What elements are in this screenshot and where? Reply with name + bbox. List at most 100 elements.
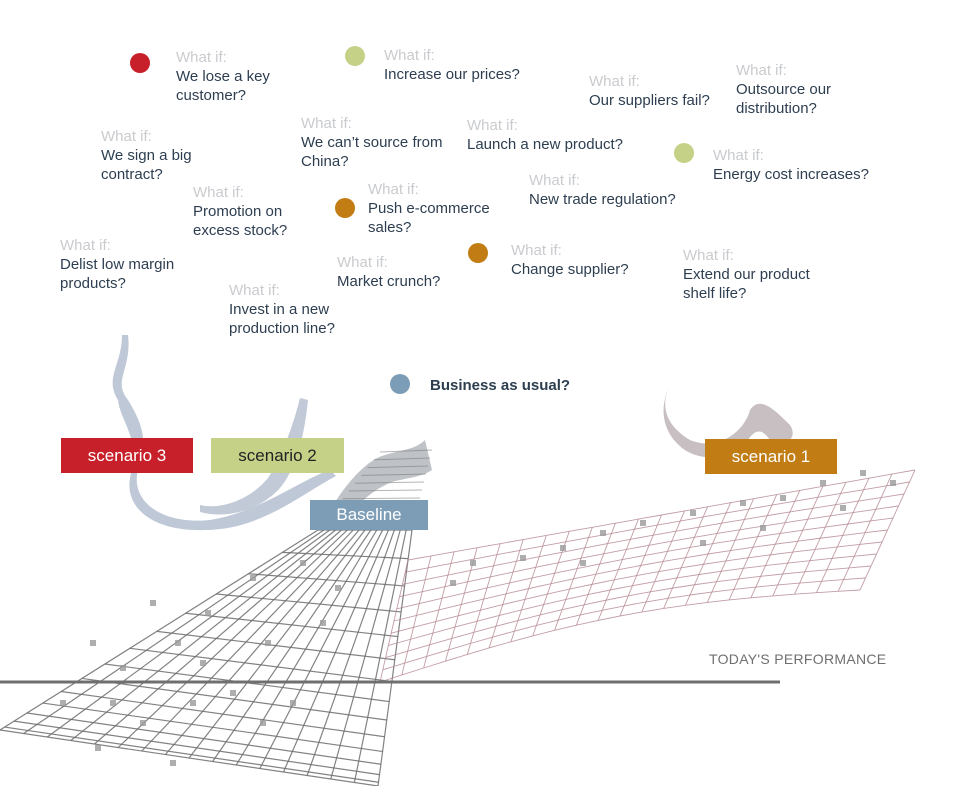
what-if-prefix: What if: bbox=[589, 73, 640, 90]
scenario1-grid-line bbox=[577, 563, 600, 569]
scenario1-grid-line bbox=[787, 551, 794, 564]
orange-indicator-dot bbox=[468, 243, 488, 263]
baseline-grid-line bbox=[185, 612, 398, 638]
scenario1-grid-line bbox=[573, 573, 596, 580]
scenario1-grid-line bbox=[591, 574, 597, 585]
scenario1-grid-line bbox=[868, 473, 893, 479]
question-market-crunch: What if: Market crunch? bbox=[337, 253, 487, 291]
scenario1-grid-line bbox=[840, 482, 847, 494]
scenario1-grid-line bbox=[716, 523, 723, 534]
scenario1-grid-line bbox=[614, 575, 637, 581]
scenario1-grid-line bbox=[648, 540, 672, 546]
scenario1-grid-line bbox=[547, 588, 570, 595]
scenario1-grid-line bbox=[557, 552, 563, 563]
scenario1-grid-line bbox=[887, 517, 894, 531]
scenario1-grid-line bbox=[524, 593, 548, 600]
scenario1-grid-line bbox=[845, 477, 869, 483]
scenario1-grid-line bbox=[766, 504, 773, 516]
scenario1-grid-line bbox=[865, 565, 872, 579]
scenario1-grid-line bbox=[575, 614, 581, 626]
particle bbox=[840, 505, 846, 511]
scenario1-grid-line bbox=[750, 586, 757, 598]
scenario1-grid-line bbox=[382, 662, 405, 671]
scenario1-grid-line bbox=[554, 619, 559, 631]
scenario1-grid-line bbox=[742, 557, 749, 569]
scenario1-grid-line bbox=[488, 637, 493, 649]
question-launch-product: What if: Launch a new product? bbox=[467, 116, 667, 154]
scenario1-grid-line bbox=[426, 644, 431, 657]
scenario1-grid-line bbox=[528, 577, 533, 589]
scenario1-grid-line bbox=[854, 553, 877, 557]
scenario1-grid-line bbox=[734, 529, 741, 541]
scenario1-grid-line bbox=[743, 508, 750, 520]
scenario1-grid-line bbox=[405, 567, 429, 573]
question-increase-prices: What if: Increase our prices? bbox=[384, 46, 584, 84]
baseline-grid-line bbox=[14, 720, 380, 776]
question-text: Energy cost increases? bbox=[713, 166, 869, 183]
scenario1-grid-line bbox=[579, 604, 585, 616]
scenario1-grid-line bbox=[675, 520, 681, 532]
scenario1-grid-line bbox=[658, 567, 682, 573]
scenario1-grid-line bbox=[421, 579, 426, 592]
scenario1-grid-line bbox=[720, 560, 727, 572]
baseline-grid-line bbox=[348, 489, 423, 492]
scenario1-grid-line bbox=[716, 578, 739, 583]
baseline-grid-line bbox=[0, 529, 319, 731]
scenario1-grid-line bbox=[416, 609, 439, 616]
scenario1-grid-line bbox=[561, 547, 585, 553]
scenario1-grid-line bbox=[399, 591, 423, 598]
particle bbox=[150, 600, 156, 606]
scenario1-grid-line bbox=[595, 563, 601, 575]
scenario1-grid-line bbox=[492, 630, 515, 638]
what-if-prefix: What if: bbox=[60, 237, 111, 254]
scenario1-grid-line bbox=[870, 509, 877, 522]
scenario1-grid-line bbox=[821, 579, 844, 582]
question-text: Market crunch? bbox=[337, 273, 441, 290]
question-text: Extend our product shelf life? bbox=[683, 266, 810, 302]
what-if-prefix: What if: bbox=[337, 254, 388, 271]
scenario1-grid-line bbox=[396, 596, 401, 609]
scenario1-grid-line bbox=[554, 562, 559, 574]
scenario1-grid-line bbox=[661, 510, 685, 516]
scenario1-grid-line bbox=[789, 507, 813, 513]
scenario1-grid-line bbox=[611, 523, 616, 534]
scenario1-grid-line bbox=[891, 469, 916, 475]
scenario1-grid-line bbox=[650, 587, 673, 593]
scenario1-grid-line bbox=[476, 610, 481, 622]
scenario1-grid-line bbox=[477, 615, 500, 622]
scenario1-grid-line bbox=[812, 504, 836, 509]
scenario1-grid-line bbox=[663, 598, 669, 609]
scenario1-grid-line bbox=[757, 532, 781, 538]
scenario1-grid-line bbox=[435, 615, 459, 622]
scenario1-grid-line bbox=[502, 598, 526, 606]
scenario1-grid-line bbox=[762, 515, 768, 527]
scenario1-grid-line bbox=[794, 582, 801, 595]
scenario1-grid-line bbox=[681, 563, 704, 569]
scenario1-grid-line bbox=[711, 588, 734, 593]
scenario1-grid-line bbox=[464, 587, 488, 594]
particle bbox=[60, 700, 66, 706]
scenario1-grid-line bbox=[807, 515, 831, 520]
scenario1-grid-line bbox=[477, 543, 501, 549]
scenario1-grid-line bbox=[387, 633, 392, 646]
scenario1-grid-line bbox=[775, 540, 798, 545]
scenario1-grid-line bbox=[799, 571, 806, 584]
scenario1-grid-line bbox=[495, 620, 519, 627]
scenario1-grid-line bbox=[671, 536, 695, 542]
scenario1-grid-line bbox=[774, 533, 781, 545]
scenario1-grid-line bbox=[629, 529, 635, 540]
business-as-usual-label: Business as usual? bbox=[430, 377, 571, 394]
scenario1-grid-line bbox=[760, 565, 766, 577]
scenario1-grid-line bbox=[721, 512, 727, 524]
scenario1-grid-line bbox=[782, 571, 805, 575]
scenario1-grid-line bbox=[676, 567, 682, 579]
scenario1-grid-line bbox=[385, 650, 408, 659]
scenario1-grid-line bbox=[444, 581, 468, 588]
question-shelf-life: What if: Extend our product shelf life? bbox=[683, 246, 833, 303]
scenario1-grid-line bbox=[424, 567, 429, 580]
what-if-prefix: What if: bbox=[511, 242, 562, 259]
scenario1-grid-line bbox=[576, 619, 599, 626]
scenario1-grid-line bbox=[649, 581, 656, 592]
question-source-china: What if: We can’t source from China? bbox=[301, 114, 451, 171]
scenario1-grid-line bbox=[404, 655, 427, 664]
